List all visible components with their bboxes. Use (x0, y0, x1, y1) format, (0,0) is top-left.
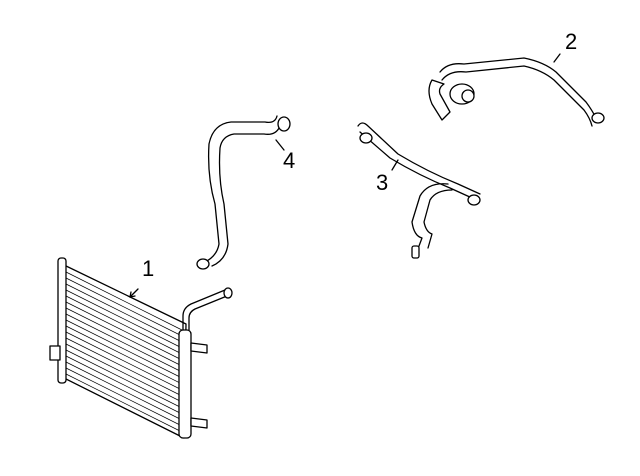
callout-1: 1 (142, 256, 155, 281)
callout-2: 2 (565, 29, 578, 54)
callout-3: 3 (376, 170, 389, 195)
part-3-pipe-drawing (357, 122, 481, 259)
callout-4: 4 (283, 148, 296, 173)
part-1-cooler-drawing (49, 257, 233, 439)
part-4-hose-drawing (196, 115, 291, 270)
part-2-pipe-drawing (428, 53, 605, 127)
